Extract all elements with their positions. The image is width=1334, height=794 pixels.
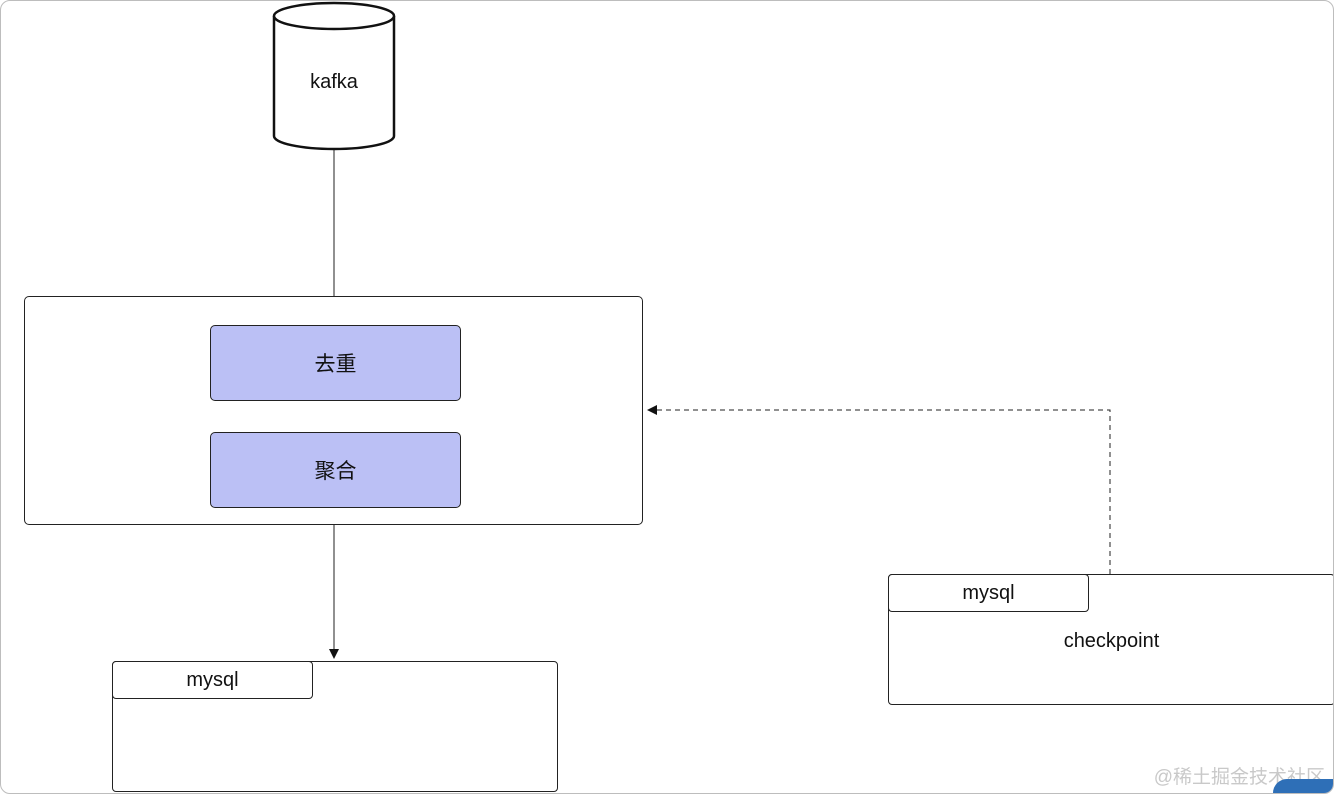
dedup-operator: 去重 bbox=[210, 325, 461, 401]
sink-mysql-table: mysql bbox=[112, 661, 558, 792]
corner-accent bbox=[1273, 779, 1333, 793]
checkpoint-table-tab: mysql bbox=[888, 574, 1089, 612]
checkpoint-label: checkpoint bbox=[1063, 630, 1160, 652]
aggregate-operator: 聚合 bbox=[210, 432, 461, 508]
checkpoint-mysql-table: mysql checkpoint bbox=[888, 574, 1333, 705]
sink-table-tab: mysql bbox=[112, 661, 313, 699]
kafka-cylinder: kafka bbox=[272, 1, 396, 151]
kafka-label: kafka bbox=[310, 71, 358, 93]
processing-container: 去重 聚合 bbox=[24, 296, 643, 525]
cylinder-shape bbox=[272, 1, 396, 151]
checkpoint-to-processor-dashed-arrow bbox=[647, 405, 1111, 574]
